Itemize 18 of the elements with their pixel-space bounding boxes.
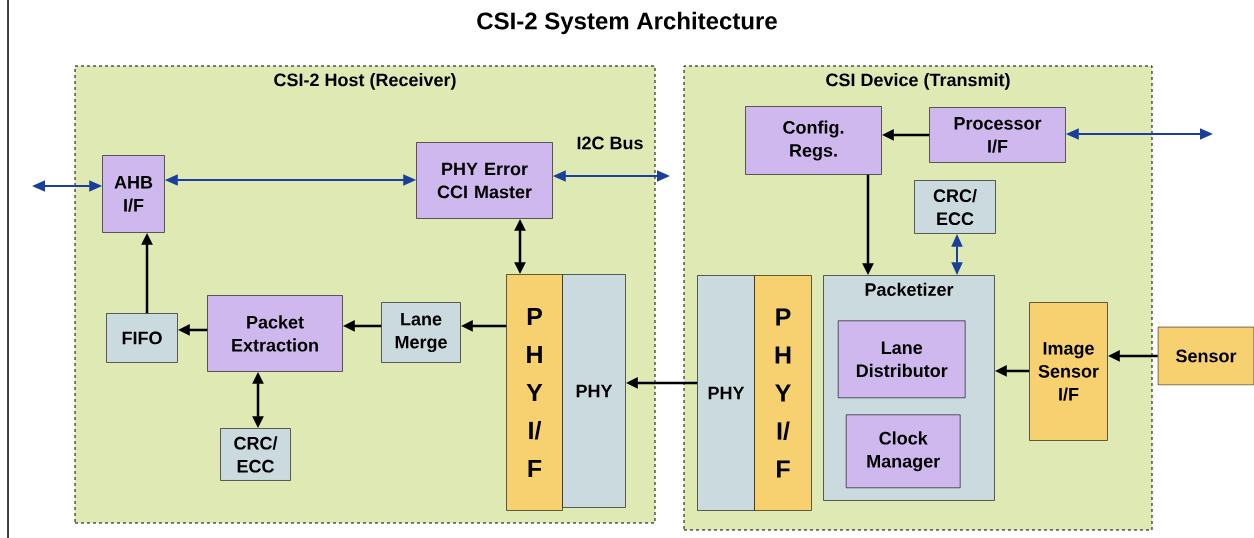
block-box: Lane Merge (381, 302, 461, 363)
block-box: Packet Extraction (207, 295, 343, 372)
block-box: CRC/ ECC (914, 180, 996, 234)
block-box: PHY Error CCI Master (416, 142, 553, 219)
block-box: PHY (697, 275, 755, 511)
block-box: FIFO (106, 313, 178, 363)
interface-bar: P H Y I/ F (506, 274, 563, 511)
title: CSI-2 System Architecture (477, 11, 777, 35)
block-box: Sensor (1157, 326, 1254, 386)
block-box: Config. Regs. (745, 106, 882, 175)
block-box: CRC/ ECC (220, 428, 291, 481)
block-box: Processor I/F (929, 107, 1066, 163)
block-box: PHY (562, 274, 626, 508)
block-box: Image Sensor I/F (1029, 302, 1108, 441)
block-box: Clock Manager (845, 414, 961, 489)
block-box: Lane Distributor (837, 320, 966, 399)
block-box: AHB I/F (102, 155, 165, 233)
interface-bar: P H Y I/ F (754, 275, 812, 511)
